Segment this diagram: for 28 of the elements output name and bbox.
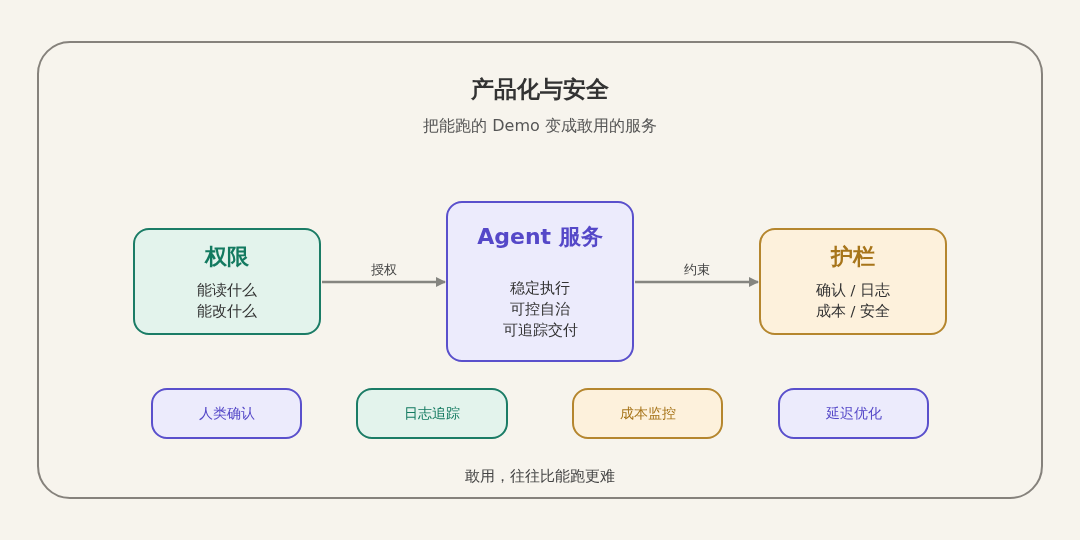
box-text: 能改什么 <box>197 301 257 321</box>
box-text: 稳定执行 <box>510 279 570 298</box>
arrow <box>635 277 759 287</box>
tag-box <box>151 388 302 439</box>
edge-label: 约束 <box>681 262 712 279</box>
box-label: 日志追踪 <box>404 404 460 423</box>
box-label: 成本监控 <box>619 404 676 423</box>
box-text: 能读什么 <box>197 280 257 300</box>
edge-label: 授权 <box>368 262 399 279</box>
process-box <box>133 228 321 335</box>
box-label: 人类确认 <box>198 404 255 423</box>
box-text: 可追踪交付 <box>502 321 578 340</box>
box-text: 可控自治 <box>510 300 570 319</box>
box-label: 延迟优化 <box>825 404 882 423</box>
footnote: 敢用，往往比能跑更难 <box>464 467 616 486</box>
tag-box <box>778 388 929 439</box>
arrow <box>322 277 446 287</box>
process-box <box>759 228 947 335</box>
subtitle: 把能跑的 Demo 变成敢用的服务 <box>422 116 658 137</box>
box-heading: Agent 服务 <box>477 223 603 251</box>
title: 产品化与安全 <box>470 75 610 104</box>
tag-box <box>356 388 508 439</box>
tag-box <box>572 388 723 439</box>
box-heading: 权限 <box>205 242 249 271</box>
process-box <box>446 201 634 362</box>
box-heading: 护栏 <box>831 242 875 271</box>
box-text: 成本 / 安全 <box>815 301 891 321</box>
box-text: 确认 / 日志 <box>815 280 891 300</box>
